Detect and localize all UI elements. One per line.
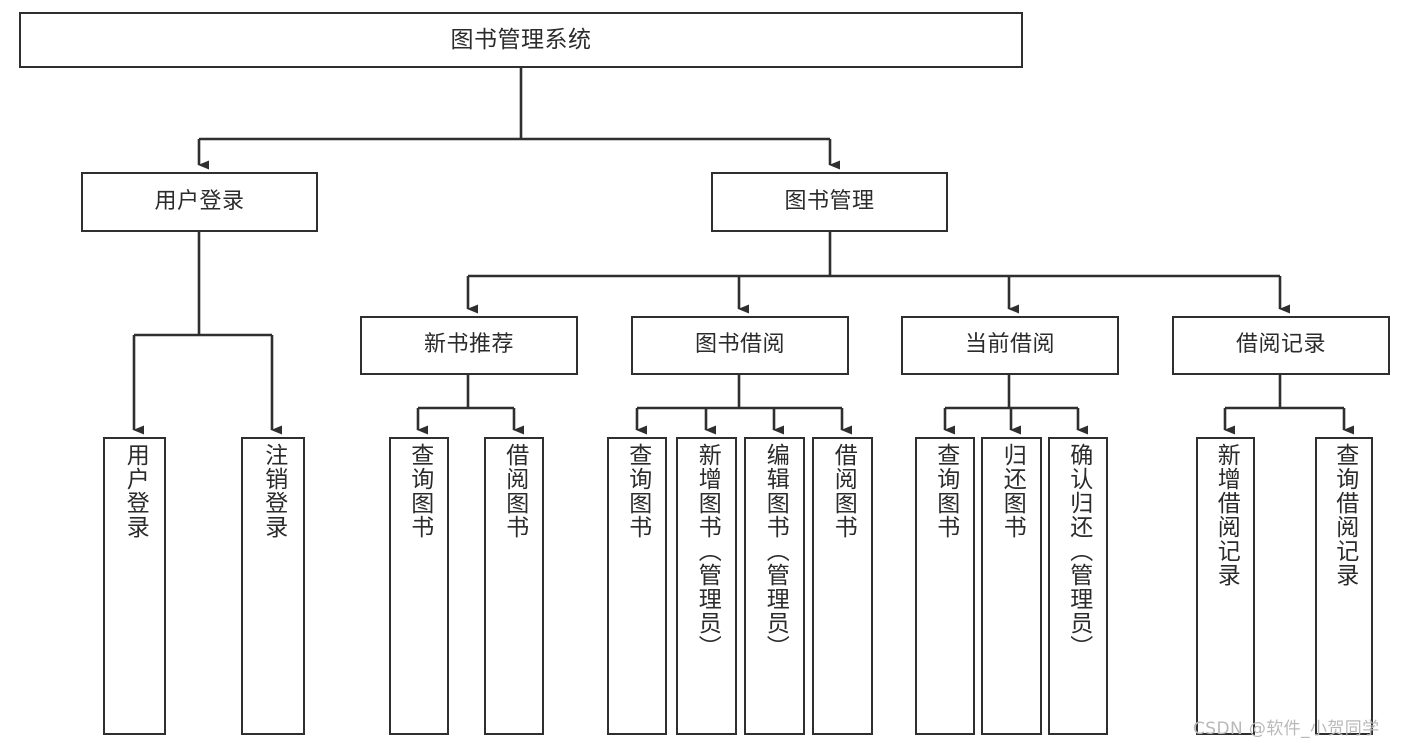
node-borrow-record[interactable]: 借阅记录 <box>1172 316 1390 375</box>
node-user-login-label: 用户登录 <box>154 188 245 214</box>
node-leaf-logout-label: 注销登录 <box>260 443 287 539</box>
node-leaf-query-book-1[interactable]: 查询图书 <box>389 437 449 735</box>
node-leaf-add-record[interactable]: 新增借阅记录 <box>1196 437 1255 735</box>
node-leaf-add-book[interactable]: 新增图书（管理员） <box>676 437 737 735</box>
node-leaf-borrow-book-2[interactable]: 借阅图书 <box>812 437 873 735</box>
node-borrow-record-label: 借阅记录 <box>1235 332 1326 358</box>
node-leaf-add-record-label: 新增借阅记录 <box>1213 443 1240 587</box>
node-new-book-rec[interactable]: 新书推荐 <box>360 316 578 375</box>
node-leaf-return-book-label: 归还图书 <box>999 443 1026 539</box>
node-current-borrow-label: 当前借阅 <box>964 332 1055 358</box>
node-leaf-query-book-2[interactable]: 查询图书 <box>607 437 667 735</box>
node-leaf-return-book[interactable]: 归还图书 <box>981 437 1042 735</box>
node-leaf-add-book-label: 新增图书（管理员） <box>694 443 721 659</box>
node-leaf-borrow-book-2-label: 借阅图书 <box>830 443 857 539</box>
node-leaf-borrow-book-1[interactable]: 借阅图书 <box>484 437 544 735</box>
node-new-book-rec-label: 新书推荐 <box>423 332 514 358</box>
node-leaf-edit-book-label: 编辑图书（管理员） <box>762 443 789 659</box>
node-leaf-query-book-3-label: 查询图书 <box>932 443 959 539</box>
node-root[interactable]: 图书管理系统 <box>19 12 1023 68</box>
node-leaf-query-record-label: 查询借阅记录 <box>1331 443 1358 587</box>
node-leaf-logout[interactable]: 注销登录 <box>241 437 305 735</box>
node-current-borrow[interactable]: 当前借阅 <box>901 316 1119 375</box>
node-leaf-confirm-return[interactable]: 确认归还（管理员） <box>1048 437 1108 735</box>
node-book-manage-label: 图书管理 <box>784 188 875 214</box>
node-leaf-confirm-return-label: 确认归还（管理员） <box>1065 443 1092 659</box>
node-leaf-query-book-1-label: 查询图书 <box>406 443 433 539</box>
node-leaf-user-login-label: 用户登录 <box>122 443 149 539</box>
node-book-borrow[interactable]: 图书借阅 <box>631 316 849 375</box>
node-leaf-query-book-2-label: 查询图书 <box>624 443 651 539</box>
node-book-borrow-label: 图书借阅 <box>694 332 785 358</box>
node-leaf-user-login[interactable]: 用户登录 <box>103 437 166 735</box>
node-leaf-edit-book[interactable]: 编辑图书（管理员） <box>744 437 805 735</box>
node-leaf-query-record[interactable]: 查询借阅记录 <box>1315 437 1373 735</box>
node-book-manage[interactable]: 图书管理 <box>711 172 948 232</box>
node-root-label: 图书管理系统 <box>450 26 592 53</box>
node-leaf-query-book-3[interactable]: 查询图书 <box>915 437 975 735</box>
node-user-login[interactable]: 用户登录 <box>81 172 318 232</box>
node-leaf-borrow-book-1-label: 借阅图书 <box>501 443 528 539</box>
